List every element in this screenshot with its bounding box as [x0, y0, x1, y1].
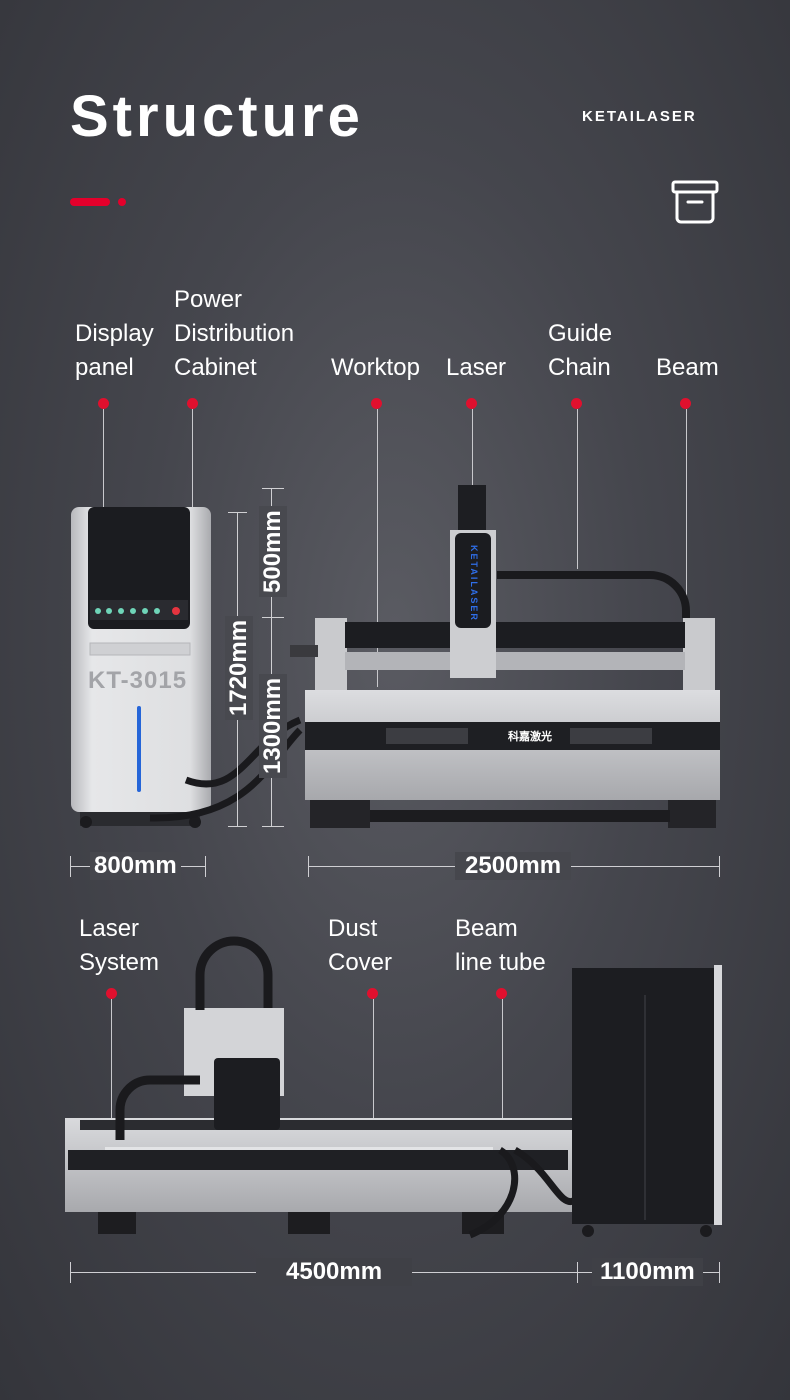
leader-line [377, 409, 378, 687]
leader-line [103, 409, 104, 509]
archive-box-icon [671, 180, 719, 224]
dimension-length-cabinet: 1100mm [592, 1258, 703, 1286]
callout-dot [106, 988, 117, 999]
accent-dot [118, 198, 126, 206]
leader-line [502, 999, 503, 1157]
dimension-tick [228, 826, 247, 827]
dimension-length-machine: 4500mm [256, 1258, 413, 1286]
callout-dust-cover: Dust Cover [328, 912, 392, 980]
page-title: Structure [70, 84, 364, 149]
callout-line: Cabinet [174, 354, 257, 381]
callout-display-panel: Display panel [75, 317, 154, 385]
dimension-width-cabinet: 800mm [90, 852, 181, 880]
callout-line: Power [174, 286, 243, 313]
leader-line [373, 999, 374, 1123]
dimension-tick [262, 617, 284, 618]
callout-beam-line-tube: Beam line tube [455, 912, 546, 980]
laser-source-cabinet [572, 965, 722, 1237]
callout-line: Dust [328, 915, 378, 942]
dimension-tick [719, 1262, 720, 1283]
callout-line: System [79, 949, 160, 976]
callout-line: Laser [446, 354, 507, 381]
callout-line: Display [75, 320, 154, 347]
callout-line: Beam [455, 915, 518, 942]
cutting-machine-front [290, 485, 720, 828]
brand-logo-text: KETAILASER [582, 108, 697, 125]
dimension-tick [205, 856, 206, 877]
callout-dot [98, 398, 109, 409]
callout-dot [571, 398, 582, 409]
callout-laser: Laser [446, 351, 506, 385]
dimension-tick [719, 856, 720, 877]
callout-line: Beam [656, 354, 719, 381]
callout-dot [187, 398, 198, 409]
dimension-tick [70, 1262, 71, 1283]
laser-head-brand: KETAILASER [469, 545, 479, 622]
callout-worktop: Worktop [331, 351, 420, 385]
callout-line: panel [75, 354, 134, 381]
callout-beam: Beam [656, 351, 719, 385]
dimension-line-500-1300 [271, 488, 272, 827]
callout-line: Guide [548, 320, 613, 347]
callout-line: Cover [328, 949, 393, 976]
dimension-tick [262, 488, 284, 489]
dimension-tick [70, 856, 71, 877]
accent-bar [70, 198, 110, 206]
leader-line [192, 409, 193, 509]
callout-guide-chain: Guide Chain [548, 317, 612, 385]
dimension-height-upper: 500mm [259, 506, 287, 597]
callout-line: Chain [548, 354, 611, 381]
leader-line [472, 409, 473, 485]
dimension-height-total: 1720mm [225, 615, 253, 720]
callout-dot [466, 398, 477, 409]
dimension-width-machine: 2500mm [455, 852, 572, 880]
callout-line: Laser [79, 915, 140, 942]
dimension-tick [262, 826, 284, 827]
callout-dot [496, 988, 507, 999]
front-view-illustration [71, 485, 720, 828]
leader-line [686, 409, 687, 605]
machine-logo-text: 科嘉激光 [508, 731, 552, 743]
side-view-illustration [65, 936, 722, 1239]
control-cabinet [71, 507, 303, 828]
callout-dot [680, 398, 691, 409]
cutting-machine-side [65, 936, 577, 1239]
callout-line: Worktop [331, 354, 420, 381]
leader-line [111, 999, 112, 1123]
callout-power-distribution-cabinet: Power Distribution Cabinet [174, 283, 294, 385]
callout-dot [371, 398, 382, 409]
callout-laser-system: Laser System [79, 912, 159, 980]
dimension-tick [228, 512, 247, 513]
leader-line [577, 409, 578, 569]
dimension-tick [308, 856, 309, 877]
callout-line: Distribution [174, 320, 295, 347]
cabinet-model-label: KT-3015 [88, 667, 188, 694]
callout-dot [367, 988, 378, 999]
dimension-height-lower: 1300mm [259, 673, 287, 778]
callout-line: line tube [455, 949, 546, 976]
